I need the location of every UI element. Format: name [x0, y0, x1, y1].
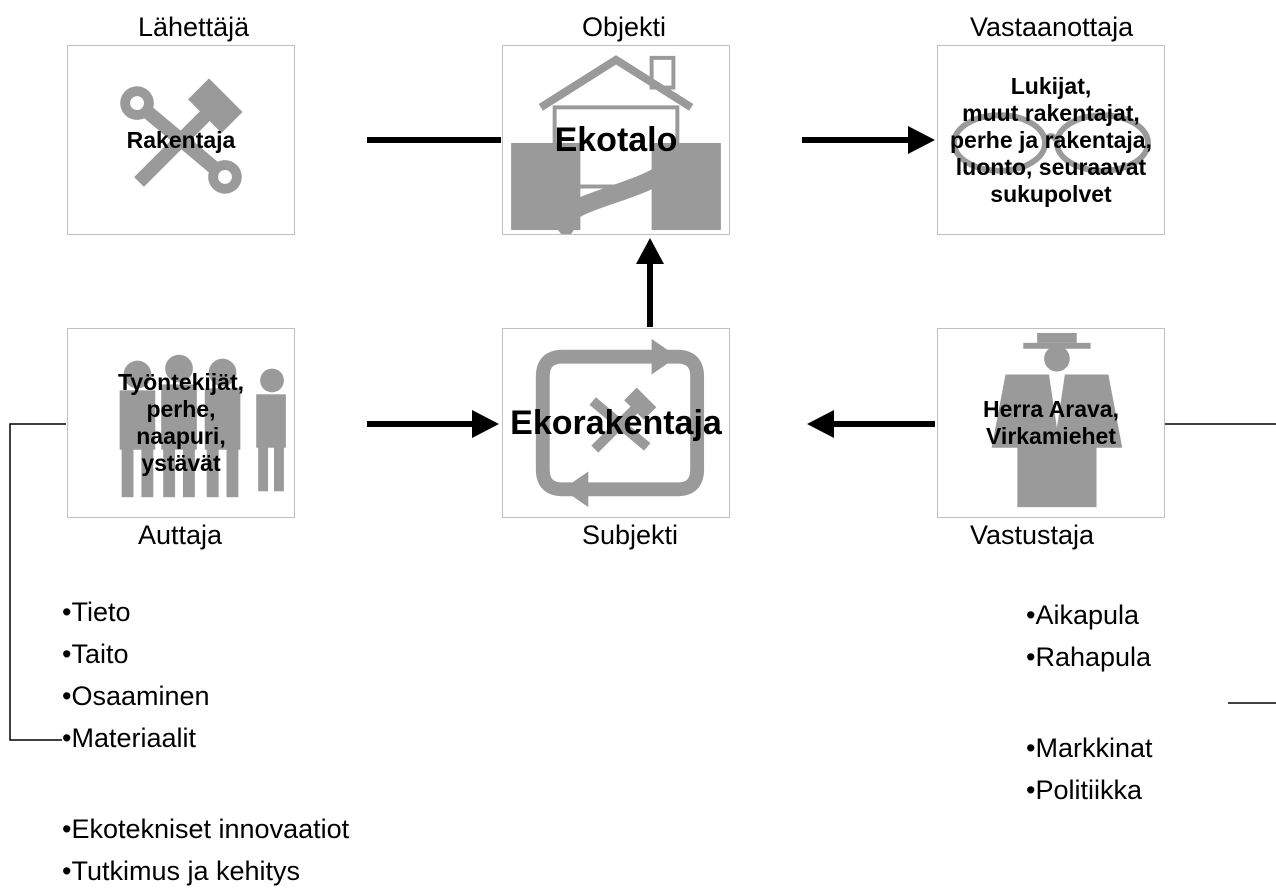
object-box: Ekotalo [502, 45, 730, 235]
arrowhead-subject-left [472, 410, 499, 438]
helper-text: Työntekijät, perhe, naapuri, ystävät [117, 369, 245, 476]
subject-text: Ekorakentaja [510, 404, 722, 442]
list-item: Markkinat [1026, 727, 1152, 769]
helper-list-1: Tieto Taito Osaaminen Materiaalit [62, 591, 210, 759]
helper-box: Työntekijät, perhe, naapuri, ystävät [67, 328, 295, 518]
house-icon [511, 55, 721, 234]
role-label-receiver: Vastaanottaja [970, 12, 1134, 42]
role-label-object: Objekti [582, 12, 667, 42]
arrowhead-receiver [908, 126, 935, 154]
arrowhead-subject-right [807, 410, 834, 438]
arrowhead-object [636, 238, 664, 264]
list-item: Tutkimus ja kehitys [62, 850, 349, 892]
list-item: Tieto [62, 591, 210, 633]
list-item: Politiikka [1026, 769, 1152, 811]
list-item: Taito [62, 633, 210, 675]
receiver-box: Lukijat, muut rakentajat, perhe ja raken… [937, 45, 1165, 235]
opponent-list-2: Markkinat Politiikka [1026, 727, 1152, 811]
opponent-box: Herra Arava, Virkamiehet [937, 328, 1165, 518]
official-man-icon [991, 332, 1123, 508]
list-item: Materiaalit [62, 717, 210, 759]
recycle-tools-icon [535, 338, 705, 508]
list-item: Osaaminen [62, 675, 209, 717]
role-label-subject: Subjekti [582, 520, 679, 550]
opponent-text: Herra Arava, Virkamiehet [983, 396, 1119, 449]
list-item: Rahapula [1026, 636, 1151, 678]
sender-box: Rakentaja [67, 45, 295, 235]
role-label-opponent: Vastustaja [970, 520, 1095, 550]
list-item: Aikapula [1026, 594, 1151, 636]
people-icon [119, 354, 286, 498]
list-item: Ekotekniset innovaatiot [62, 808, 349, 850]
opponent-list-1: Aikapula Rahapula [1026, 594, 1151, 678]
receiver-text: Lukijat, muut rakentajat, perhe ja raken… [950, 72, 1152, 207]
role-label-sender: Lähettäjä [138, 12, 250, 42]
object-text: Ekotalo [554, 121, 678, 159]
role-label-helper: Auttaja [138, 520, 223, 550]
glasses-icon [951, 112, 1151, 174]
tools-icon [120, 78, 243, 194]
helper-bracket [9, 423, 66, 741]
helper-list-2: Ekotekniset innovaatiot Tutkimus ja kehi… [62, 808, 349, 892]
sender-text: Rakentaja [126, 126, 236, 153]
subject-box: Ekorakentaja [502, 328, 730, 518]
